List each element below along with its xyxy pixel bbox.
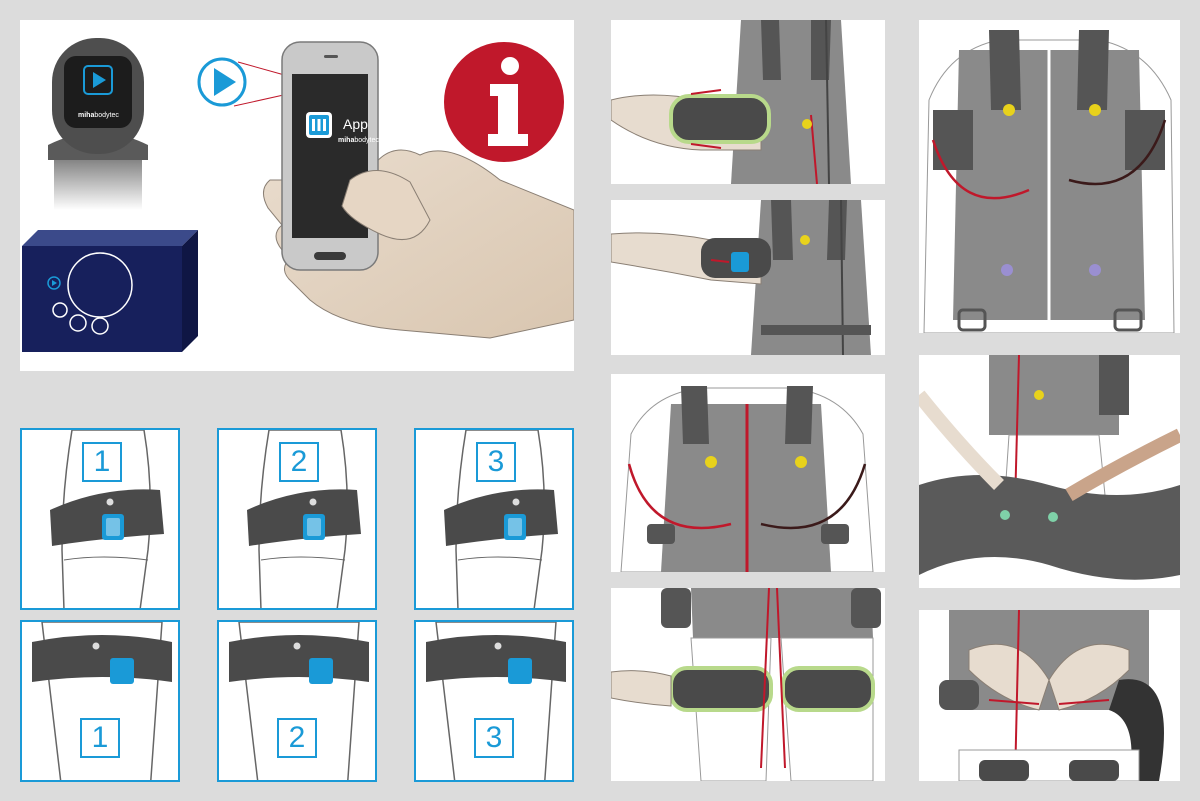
unit-brand-suffix: bodytec: [94, 112, 119, 119]
arm-step-card-3: 3: [414, 428, 574, 610]
brand-suffix: bodytec: [354, 137, 379, 144]
arm-step-number: 1: [82, 442, 122, 482]
arm-strap-panel-b: [611, 200, 885, 355]
unit-brand-name: miha: [78, 112, 95, 119]
arm-step-number: 2: [279, 442, 319, 482]
leg-illustration: [426, 622, 566, 780]
waist-belt-panel: [919, 610, 1180, 781]
arm-step-number: 3: [476, 442, 516, 482]
product-box: [22, 230, 198, 352]
phone-brand-logo: mihabodytec: [338, 137, 379, 144]
leg-step-card-2: 2: [217, 620, 377, 782]
vest-front-panel: [611, 374, 885, 572]
smartphone: [281, 41, 379, 271]
info-icon: [444, 42, 564, 162]
arm-step-card-2: 2: [217, 428, 377, 610]
leg-step-number: 1: [80, 718, 120, 758]
leg-illustration: [229, 622, 369, 780]
app-label: App: [343, 116, 368, 132]
arm-strap-panel-a: [611, 20, 885, 184]
leg-step-card-1: 1: [20, 620, 180, 782]
brand-name: miha: [338, 137, 355, 144]
vest-back-panel: [919, 20, 1180, 333]
play-icon: [197, 57, 289, 107]
leg-step-number: 3: [474, 718, 514, 758]
leg-step-number: 2: [277, 718, 317, 758]
leg-illustration: [32, 622, 172, 780]
app-icon: [306, 112, 332, 138]
hero-panel: App mihabodytec mihabodytec: [20, 20, 574, 371]
control-unit: [48, 38, 148, 210]
arm-step-card-1: 1: [20, 428, 180, 610]
leg-step-card-3: 3: [414, 620, 574, 782]
unit-brand-logo: mihabodytec: [78, 112, 119, 119]
belt-panel: [919, 355, 1180, 588]
thigh-strap-panel: [611, 588, 885, 781]
hero-illustration: [22, 38, 574, 352]
